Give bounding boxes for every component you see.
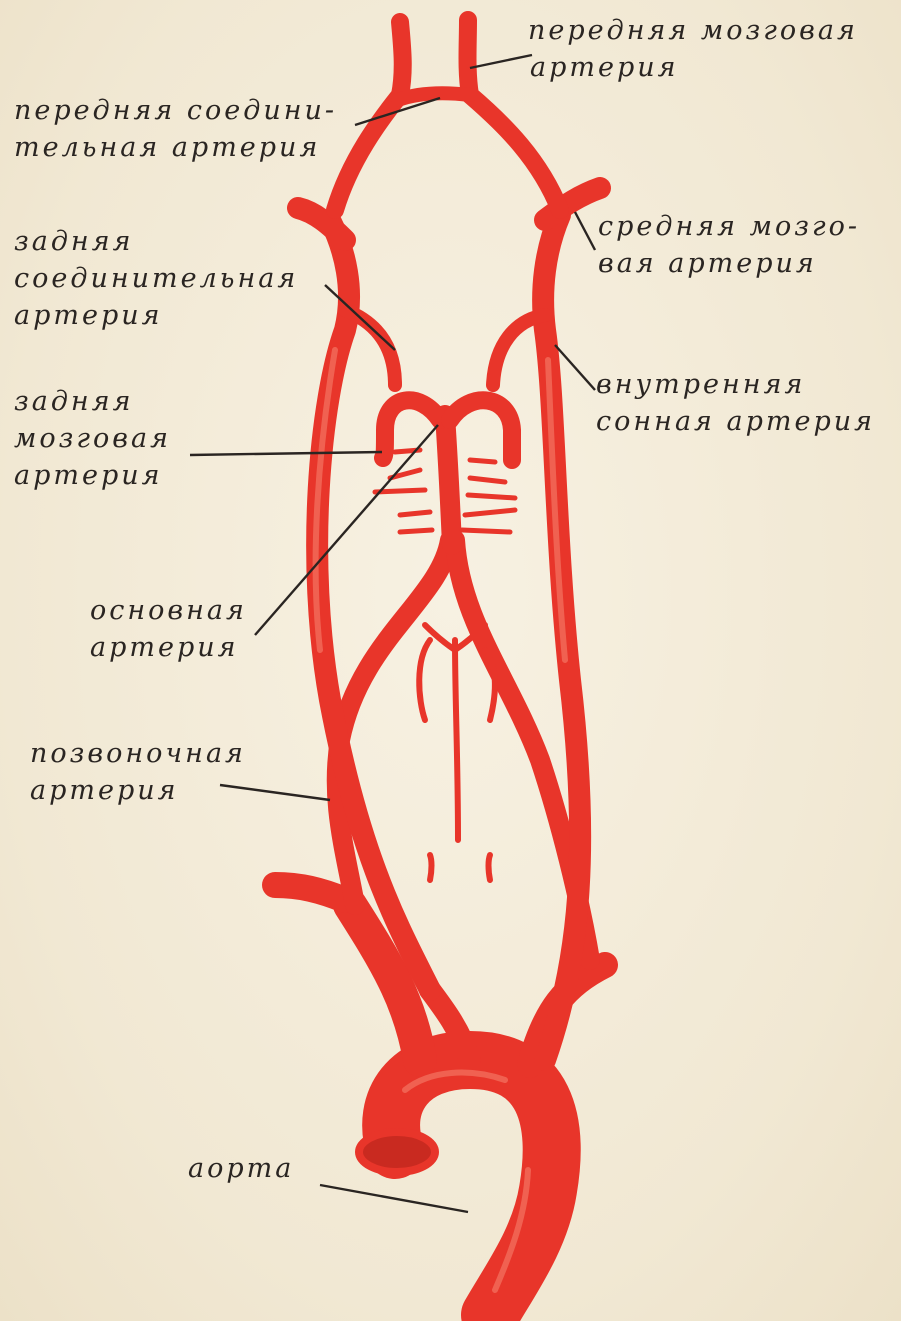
label-vertebral-artery: позвоночная артерия: [30, 735, 246, 809]
leader-anterior-cerebral: [470, 55, 532, 68]
right-anterior-cerebral: [335, 22, 403, 210]
left-posterior-cerebral: [450, 400, 512, 460]
right-vertebral-artery: [337, 540, 450, 905]
leader-posterior-cerebral: [190, 452, 382, 455]
label-internal-carotid-artery: внутренняя сонная артерия: [596, 366, 875, 440]
leader-aorta: [320, 1185, 468, 1212]
label-aorta: аорта: [188, 1150, 294, 1187]
label-anterior-communicating-artery: передняя соедини- тельная артерия: [14, 92, 337, 166]
label-anterior-cerebral-artery: передняя мозговая артерия: [528, 12, 858, 86]
right-subclavian-artery: [275, 885, 345, 900]
label-basilar-artery: основная артерия: [90, 592, 247, 666]
label-posterior-cerebral-artery: задняя мозговая артерия: [14, 383, 171, 494]
label-middle-cerebral-artery: средняя мозго- вая артерия: [598, 208, 860, 282]
label-posterior-communicating-artery: задняя соединительная артерия: [14, 223, 298, 334]
basilar-artery-path: [445, 415, 452, 545]
leader-middle-cerebral: [575, 212, 595, 250]
aorta-opening: [359, 1132, 435, 1172]
